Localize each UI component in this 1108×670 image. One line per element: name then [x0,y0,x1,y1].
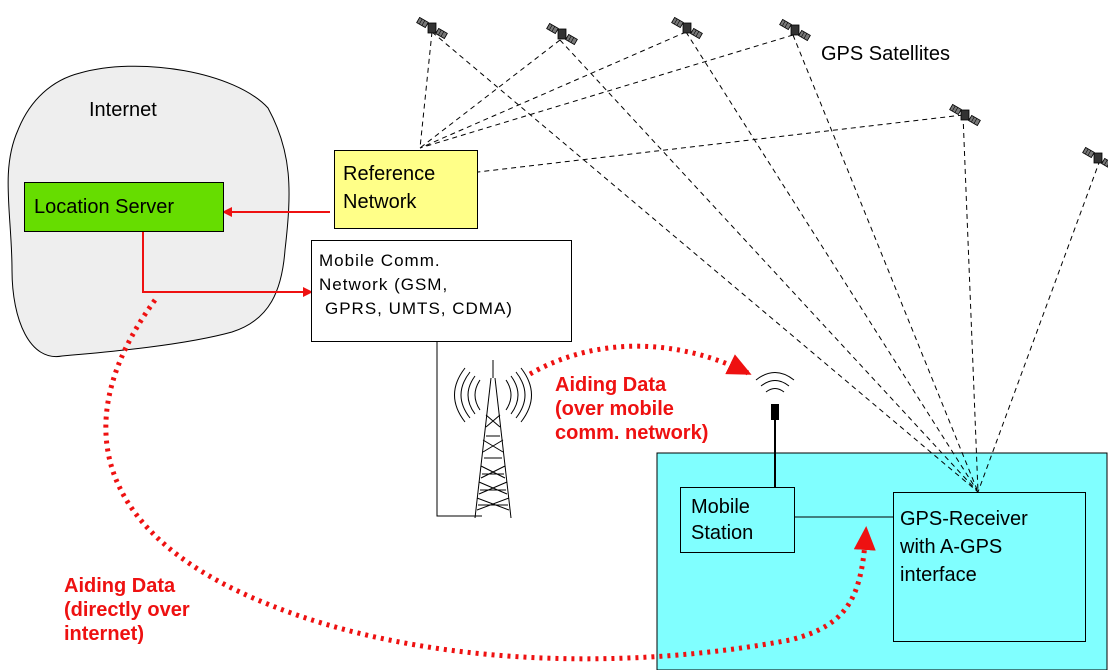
signal-waves-icon [755,372,795,393]
aiding-mobile-line3: comm. network) [555,422,709,444]
aiding-mobile-line1: Aiding Data [555,374,667,396]
aiding-mobile-line2: (over mobile [555,398,674,420]
gps-receiver-line3: interface [900,564,977,586]
gps-receiver-box: GPS-Receiver with A-GPS interface [893,492,1086,642]
mobile-comm-network-line2: Network (GSM, [319,275,449,294]
reference-network-label-line2: Network [343,191,417,213]
mobile-station-line1: Mobile [691,496,750,518]
radio-tower-icon [454,360,532,519]
network-to-tower-line [436,342,482,517]
internet-label: Internet [89,99,157,121]
satellite-icon [546,22,578,46]
aiding-mobile-path [528,343,752,377]
satellite-icon [1082,146,1108,170]
mobile-comm-network-line3: GPRS, UMTS, CDMA) [325,299,513,318]
mobile-station-line2: Station [691,522,754,544]
satellite-links [419,31,1101,493]
mobile-comm-network-box: Mobile Comm. Network (GSM, GPRS, UMTS, C… [311,240,572,342]
aiding-internet-line2: (directly over [64,599,190,621]
mobile-station-box: Mobile Station [680,487,795,553]
satellite-icon [671,16,703,40]
aiding-internet-line1: Aiding Data [64,575,176,597]
gps-receiver-line1: GPS-Receiver [900,508,1028,530]
location-server-box: Location Server [24,182,224,232]
aiding-internet-path [103,298,876,662]
reference-network-label-line1: Reference [343,163,436,185]
location-server-label: Location Server [34,196,175,218]
mobile-comm-network-line1: Mobile Comm. [319,251,441,270]
reference-network-box: Reference Network [334,150,478,229]
gps-satellites-label: GPS Satellites [821,43,950,65]
antenna-icon [771,404,779,487]
satellite-icon [949,103,981,127]
aiding-internet-line3: internet) [64,623,144,645]
gps-receiver-line2: with A-GPS [900,536,1003,558]
arrow-server-to-mobile-network [142,232,313,297]
